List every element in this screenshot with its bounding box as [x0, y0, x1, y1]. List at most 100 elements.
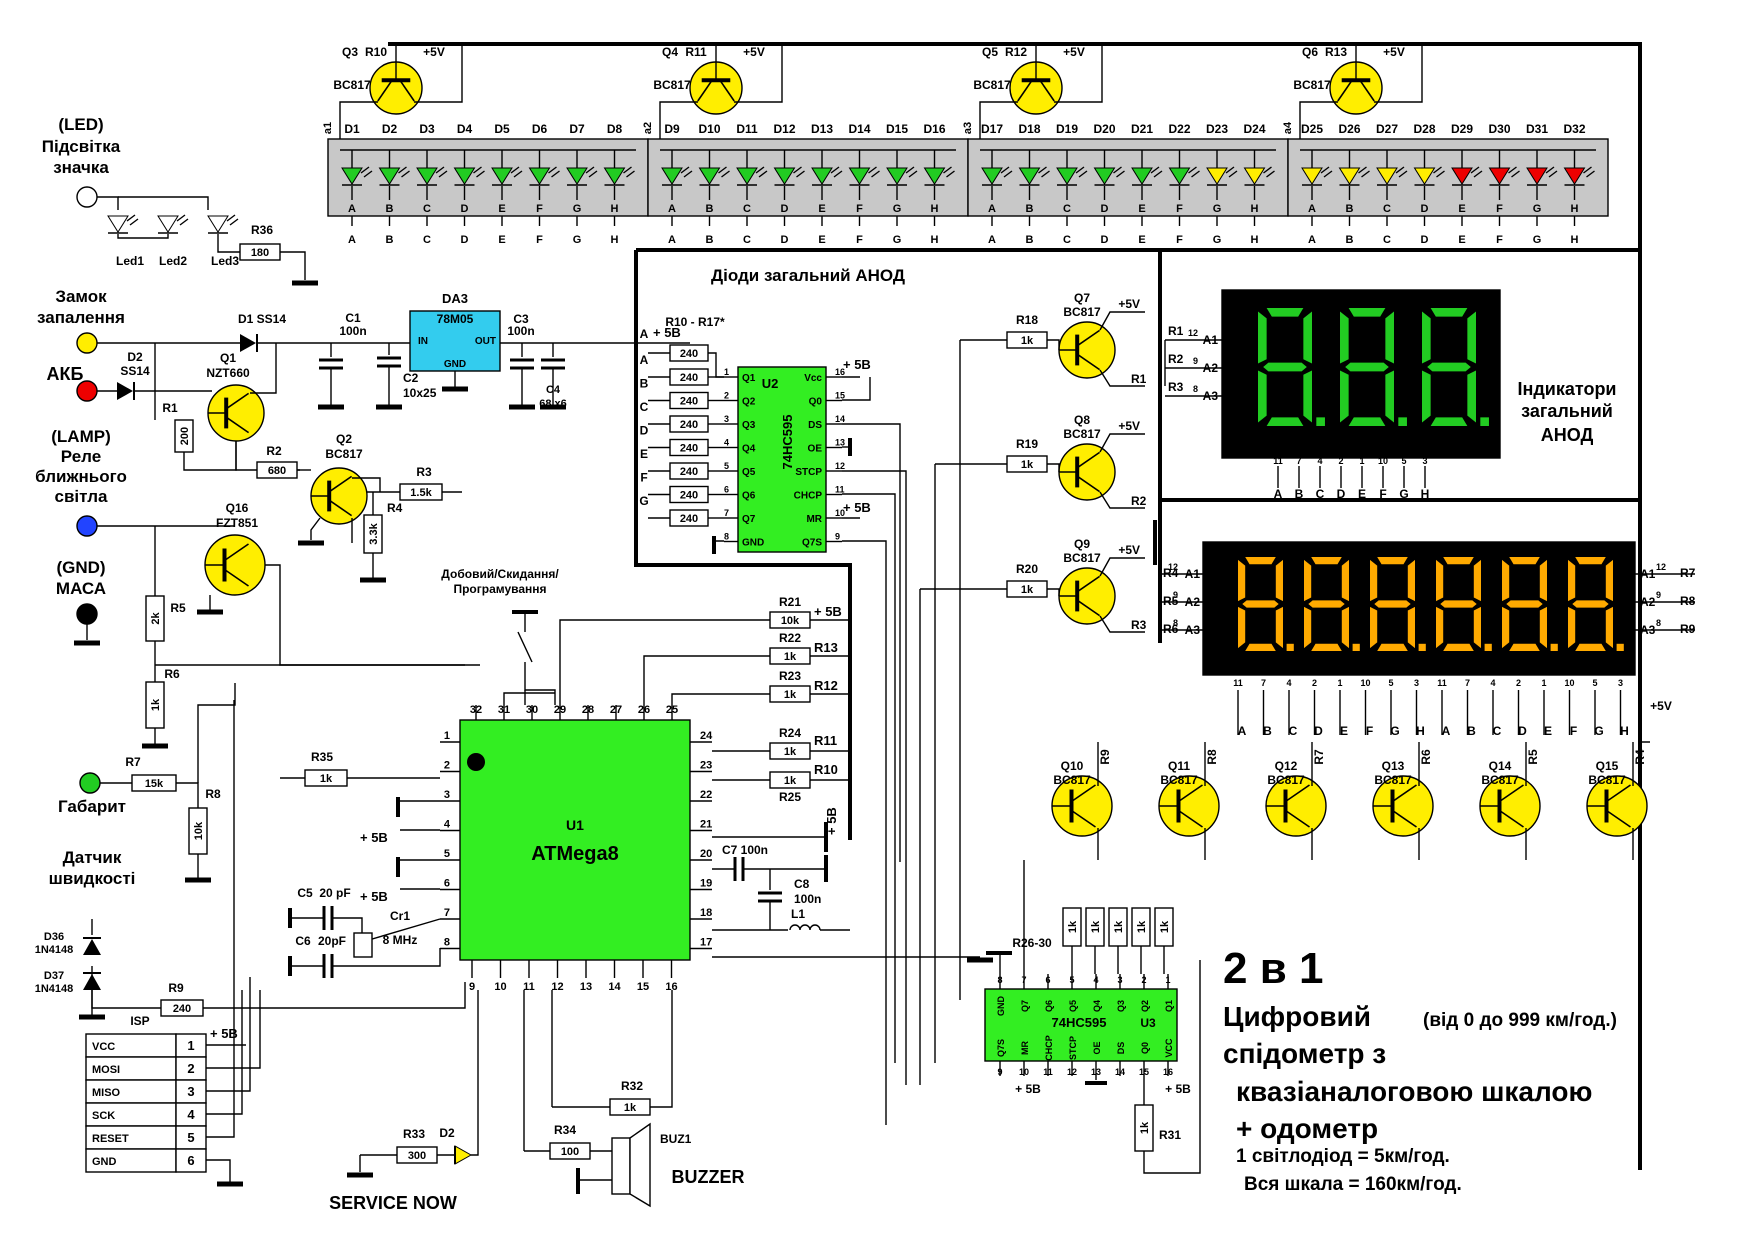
seg-g: [1506, 600, 1543, 608]
odometer-digit-6: [1568, 557, 1624, 651]
cathode-letter: G: [573, 234, 582, 246]
led-d15-ray2: [908, 170, 918, 178]
transistor-label: Q7: [1074, 291, 1090, 305]
seg-b: [1605, 559, 1613, 602]
u1-type: ATMega8: [531, 843, 618, 865]
seg-b: [1473, 559, 1481, 602]
seg-b: [1303, 311, 1312, 364]
cathode-letter: C: [423, 234, 431, 246]
r6-label: R6: [164, 667, 180, 681]
cathode-letter: E: [1138, 234, 1145, 246]
collector-label: R8: [1205, 749, 1219, 765]
diode-label: D1: [344, 122, 360, 136]
display2-letter: A: [1238, 724, 1247, 738]
r7-label: R7: [125, 755, 141, 769]
transistor-type: BC817: [973, 78, 1011, 92]
u1-pin-num: 6: [444, 878, 450, 890]
display1-pin-num: 8: [1193, 384, 1198, 394]
akb-label: АКБ: [47, 364, 84, 384]
u3-plus5b: + 5В: [1165, 1082, 1191, 1096]
resistor-label: R13: [1325, 45, 1347, 59]
led-3-ray2: [229, 218, 239, 226]
transistor-type: BC817: [1267, 773, 1305, 787]
led-d31-ray: [1545, 166, 1555, 174]
display2-pin-num: 12: [1168, 562, 1178, 572]
display2-pin-num: 1: [1541, 678, 1546, 688]
shift-register-u3: [984, 988, 1178, 1062]
diode-label: D19: [1056, 122, 1078, 136]
wire: [118, 196, 209, 210]
led-d19: [1056, 167, 1078, 185]
transistor-label: Q6: [1302, 45, 1318, 59]
resistor-r14-value: 240: [680, 466, 698, 478]
driver-transistor-q5-collector: [1017, 79, 1033, 102]
seg-g: [1308, 600, 1345, 608]
cathode-letter: B: [1026, 234, 1034, 246]
r25-label: R25: [779, 790, 801, 804]
u3-pin: Q5: [1068, 1000, 1078, 1012]
speed-sensor-label2: швидкості: [49, 869, 136, 888]
da3-in: IN: [418, 336, 428, 347]
display2-pin-num: 10: [1564, 678, 1574, 688]
u1-pin-num: 11: [523, 981, 535, 993]
display2-letter: C: [1493, 724, 1502, 738]
led-d18-ray2: [1041, 170, 1050, 178]
led-d12-ray2: [796, 170, 805, 178]
led-d9-ray: [680, 166, 690, 174]
c2-label: C2: [403, 371, 419, 385]
u1-pin-num: 17: [700, 937, 712, 949]
transistor-q14-collector: [1499, 784, 1524, 803]
wire: [117, 234, 169, 239]
u1-pin-num: 21: [700, 819, 712, 831]
isp-pin-name: GND: [92, 1156, 117, 1168]
resistor-r32-value: 1k: [624, 1102, 637, 1114]
u2-pin-q0: Q0: [809, 397, 823, 408]
cathode-letter: G: [893, 234, 902, 246]
u3-pin: GND: [996, 996, 1006, 1017]
transistor-q10-collector: [1071, 784, 1096, 803]
emitter-wire: [734, 44, 783, 103]
service-led: [454, 1145, 473, 1165]
led-letter: D: [461, 203, 469, 215]
isp-pin-name: VCC: [92, 1041, 115, 1053]
u1-pin-num: 18: [700, 907, 712, 919]
anode-wire: [659, 101, 698, 139]
cathode-letter: D: [1101, 234, 1109, 246]
u3-pin: Q1: [1164, 1000, 1174, 1012]
diode-label: D9: [664, 122, 680, 136]
isp-pin-num: 1: [187, 1038, 194, 1053]
driver-transistor-q3-collector: [377, 79, 393, 102]
display2-letter: H: [1620, 724, 1629, 738]
u2-pin-q3: Q3: [742, 420, 756, 431]
led-2-ray: [176, 214, 186, 222]
display2-pin-num: 1: [1337, 678, 1342, 688]
u3-pin: CHCP: [1044, 1035, 1054, 1061]
wire: [671, 693, 770, 705]
transistor-type: BC817: [1063, 551, 1101, 565]
lamp-label3: світла: [55, 487, 109, 506]
led-d24-ray2: [1266, 170, 1275, 178]
display2-letter-top: G: [1387, 659, 1396, 671]
cathode-letter: A: [1308, 234, 1316, 246]
transistor-q16-collector: [224, 543, 249, 562]
resistor-r28-value: 1k: [1113, 920, 1125, 933]
resistor-r30-value: 1k: [1159, 920, 1171, 933]
odometer-digit-4: [1436, 557, 1492, 651]
transistor-q10-emitter: [1071, 809, 1096, 828]
display2-pin-num: 4: [1286, 678, 1291, 688]
display1-pin-num: 7: [1296, 456, 1301, 466]
led-d3-ray2: [438, 170, 448, 178]
led-d11-ray2: [758, 170, 768, 178]
led-letter: G: [893, 203, 902, 215]
u2-pin-num: 10: [835, 508, 845, 518]
display2-letter: H: [1416, 724, 1425, 738]
led-d17-ray2: [1003, 170, 1013, 178]
c1-value: 100n: [339, 324, 366, 338]
resistor-r18-value: 1k: [1021, 335, 1034, 347]
led-d5-ray2: [513, 170, 523, 178]
wire: [559, 619, 770, 705]
led-d27: [1376, 167, 1398, 185]
anode-wire: [339, 101, 378, 139]
led-label: (LED): [58, 115, 103, 134]
cathode-letter: H: [931, 234, 939, 246]
